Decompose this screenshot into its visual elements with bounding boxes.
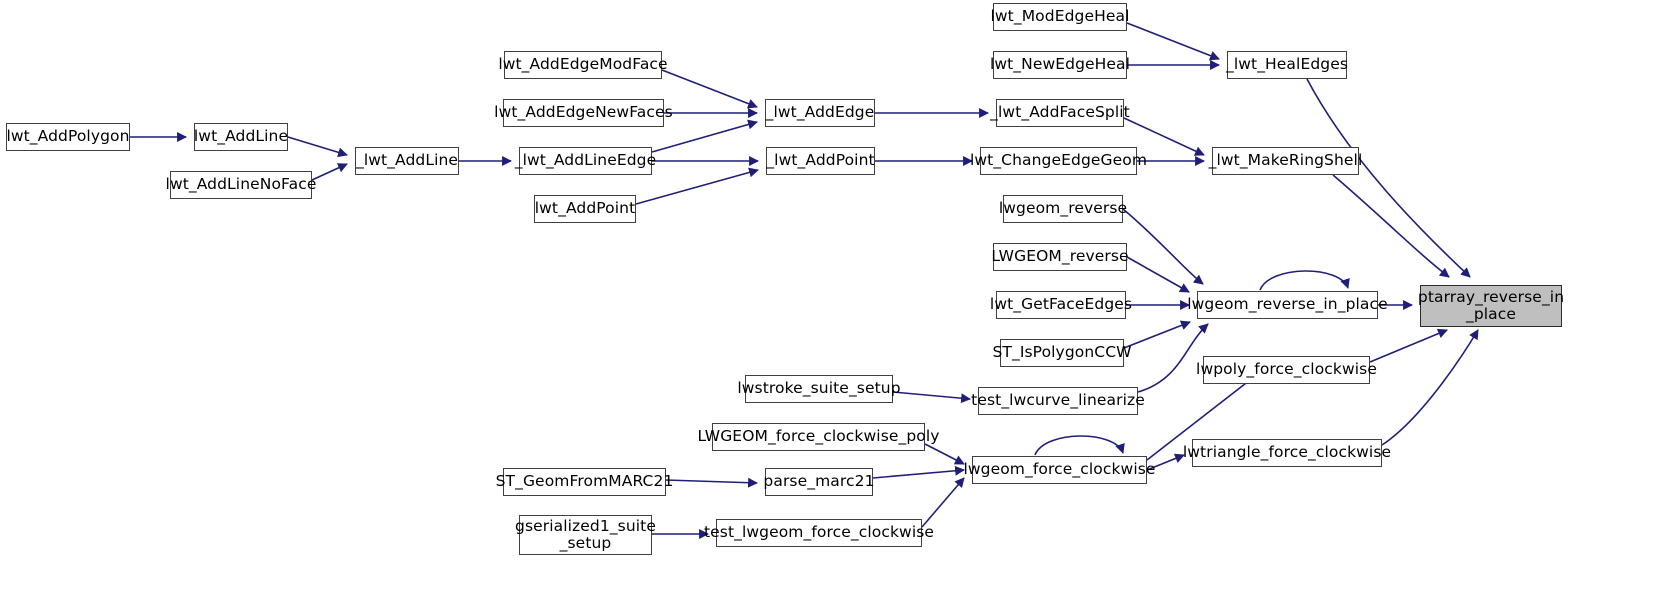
edge-parse_marc21-to-lwgeom_force_clockwise [872, 465, 965, 479]
edge-test_lwcurve_linearize-to-lwgeom_reverse_in_place [1137, 323, 1209, 393]
node-lwgeom_force_clockwise[interactable]: lwgeom_force_clockwise [963, 456, 1155, 484]
edge-lwt_AddPoint-to-_lwt_AddPoint [635, 167, 759, 205]
node-ST_IsPolygonCCW[interactable]: ST_IsPolygonCCW [992, 339, 1131, 367]
edge-ST_IsPolygonCCW-to-lwgeom_reverse_in_place [1123, 320, 1191, 349]
edge-_lwt_AddLineEdge-to-_lwt_AddEdge [651, 119, 758, 153]
edge-test_lwgeom_force_clockwise-to-lwgeom_force_clockwise [921, 477, 965, 528]
node-_lwt_AddEdge[interactable]: _lwt_AddEdge [765, 99, 875, 127]
node-_lwt_AddPoint[interactable]: _lwt_AddPoint [766, 147, 875, 175]
edge-lwt_ModEdgeHeal-to-_lwt_HealEdges [1126, 22, 1220, 61]
node-lwtriangle_force_clockwise[interactable]: lwtriangle_force_clockwise [1183, 439, 1391, 467]
edge-LWGEOM_force_clockwise_poly-to-lwgeom_force_clockwise [924, 443, 965, 465]
node-lwt_NewEdgeHeal[interactable]: lwt_NewEdgeHeal [990, 51, 1130, 79]
node-lwgeom_reverse[interactable]: lwgeom_reverse [999, 195, 1127, 223]
node-_lwt_AddFaceSplit[interactable]: _lwt_AddFaceSplit [990, 99, 1130, 127]
node-lwt_AddEdgeModFace[interactable]: lwt_AddEdgeModFace [498, 51, 668, 79]
node-lwt_ChangeEdgeGeom[interactable]: lwt_ChangeEdgeGeom [970, 147, 1147, 175]
node-lwt_GetFaceEdges[interactable]: lwt_GetFaceEdges [990, 291, 1132, 319]
node-ptarray_reverse_in_place[interactable]: ptarray_reverse_in _place [1418, 285, 1564, 327]
node-lwt_AddEdgeNewFaces[interactable]: lwt_AddEdgeNewFaces [494, 99, 673, 127]
node-lwt_AddLineNoFace[interactable]: lwt_AddLineNoFace [166, 171, 316, 199]
edge-lwgeom_reverse-to-lwgeom_reverse_in_place [1122, 208, 1204, 285]
node-_lwt_HealEdges[interactable]: _lwt_HealEdges [1226, 51, 1348, 79]
node-lwpoly_force_clockwise[interactable]: lwpoly_force_clockwise [1196, 356, 1377, 384]
node-lwt_AddPoint[interactable]: lwt_AddPoint [534, 195, 636, 223]
node-test_lwgeom_force_clockwise[interactable]: test_lwgeom_force_clockwise [704, 519, 934, 547]
node-test_lwcurve_linearize[interactable]: test_lwcurve_linearize [971, 387, 1145, 415]
node-_lwt_AddLine[interactable]: _lwt_AddLine [355, 147, 459, 175]
edge-lwpoly_force_clockwise-to-ptarray_reverse_in_place [1369, 328, 1448, 363]
edge-lwt_AddLineNoFace-to-_lwt_AddLine [311, 163, 348, 181]
edge-LWGEOM_reverse-to-lwgeom_reverse_in_place [1126, 256, 1190, 293]
edge-ST_GeomFromMARC21-to-parse_marc21 [665, 477, 758, 488]
edge-lwgeom_reverse_in_place-to-lwgeom_reverse_in_place [1259, 270, 1350, 291]
node-_lwt_MakeRingShell[interactable]: _lwt_MakeRingShell [1209, 147, 1362, 175]
node-gserialized1_suite_setup[interactable]: gserialized1_suite _setup [515, 515, 656, 555]
node-ST_GeomFromMARC21[interactable]: ST_GeomFromMARC21 [496, 468, 673, 496]
node-lwt_AddLine[interactable]: lwt_AddLine [194, 123, 288, 151]
edge-_lwt_MakeRingShell-to-ptarray_reverse_in_place [1332, 174, 1450, 278]
edge-lwgeom_force_clockwise-to-lwgeom_force_clockwise [1034, 435, 1125, 456]
edge-lwtriangle_force_clockwise-to-ptarray_reverse_in_place [1381, 329, 1479, 446]
node-_lwt_AddLineEdge[interactable]: _lwt_AddLineEdge [515, 147, 656, 175]
node-lwt_AddPolygon[interactable]: lwt_AddPolygon [6, 123, 130, 151]
node-LWGEOM_reverse[interactable]: LWGEOM_reverse [991, 243, 1129, 271]
node-lwt_ModEdgeHeal[interactable]: lwt_ModEdgeHeal [991, 3, 1129, 31]
edge-lwt_AddEdgeModFace-to-_lwt_AddEdge [661, 69, 758, 109]
edge-lwstroke_suite_setup-to-test_lwcurve_linearize [892, 391, 971, 404]
node-lwgeom_reverse_in_place[interactable]: lwgeom_reverse_in_place [1187, 291, 1388, 319]
edge-lwt_AddLine-to-_lwt_AddLine [287, 136, 348, 158]
node-parse_marc21[interactable]: parse_marc21 [763, 468, 874, 496]
edge-_lwt_HealEdges-to-ptarray_reverse_in_place [1306, 78, 1471, 278]
node-lwstroke_suite_setup[interactable]: lwstroke_suite_setup [737, 375, 901, 403]
node-LWGEOM_force_clockwise_poly[interactable]: LWGEOM_force_clockwise_poly [697, 423, 939, 451]
